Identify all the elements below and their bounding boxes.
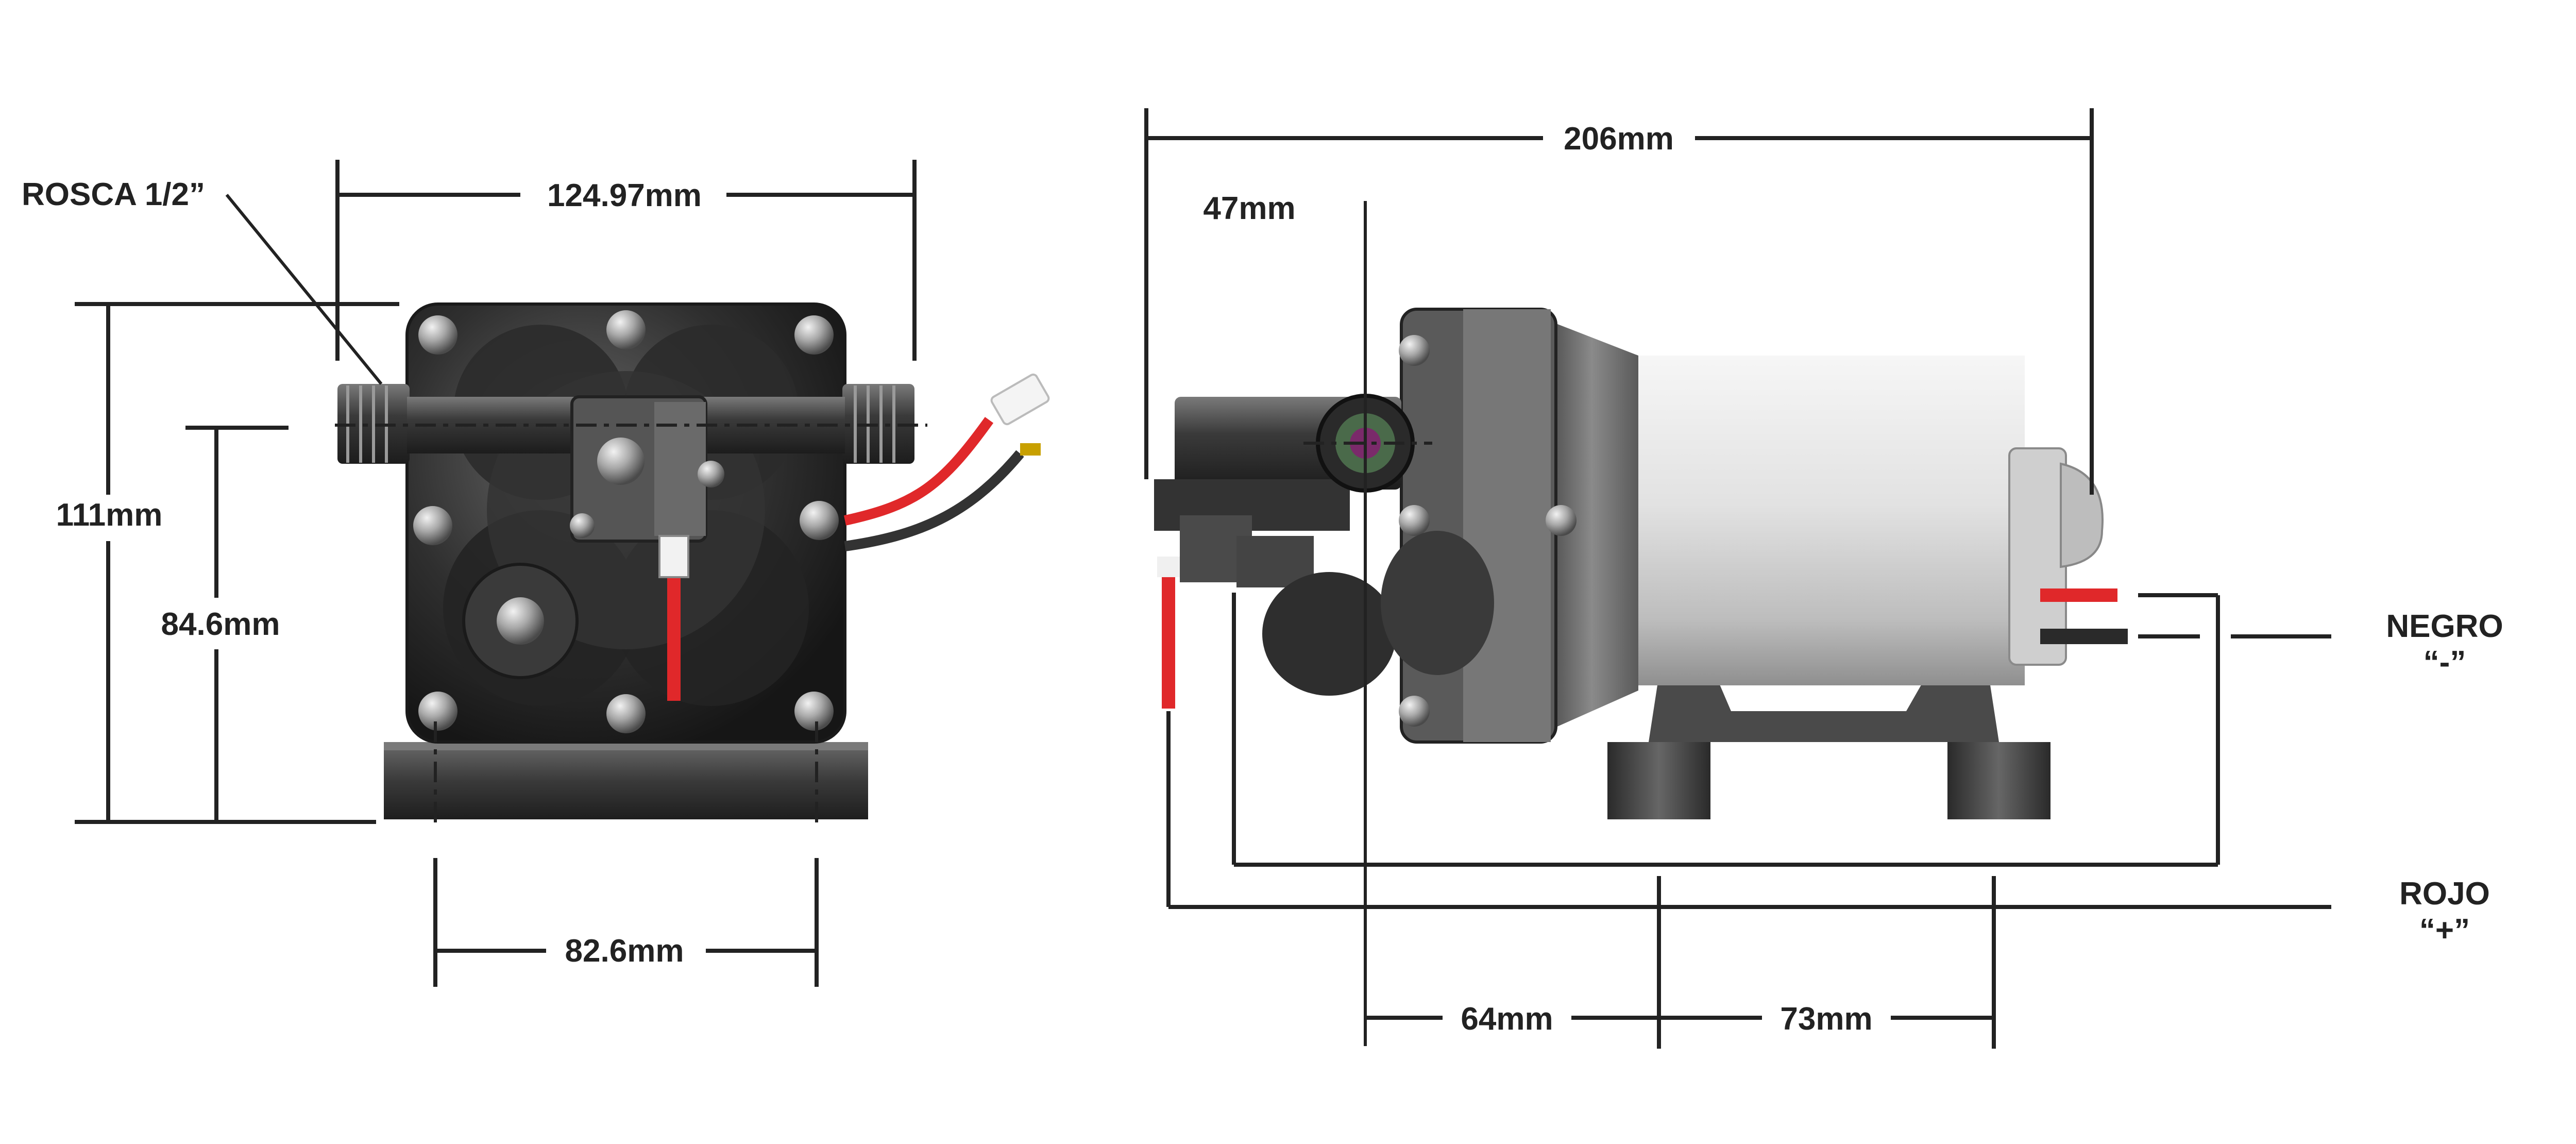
- label-thread: ROSCA 1/2”: [22, 177, 205, 212]
- front-dimensions: [75, 160, 917, 987]
- side-foot-left: [1607, 742, 1710, 819]
- label-wire-black-sign: “-”: [2424, 645, 2466, 680]
- side-motor: [1633, 356, 2025, 685]
- side-view: [1154, 201, 2128, 1046]
- label-mount-offset: 64mm: [1461, 1001, 1553, 1037]
- label-width-front: 124.97mm: [547, 178, 702, 213]
- front-view: [335, 302, 1050, 825]
- front-wire-black: [844, 450, 1024, 551]
- front-bolts: [413, 310, 839, 733]
- label-mount-spacing-front: 82.6mm: [565, 933, 684, 969]
- side-wire-red-left: [1162, 562, 1175, 709]
- label-wire-black: NEGRO: [2386, 609, 2503, 644]
- front-base: [384, 742, 868, 819]
- label-height-total: 111mm: [56, 497, 163, 533]
- side-bell-housing: [1546, 319, 1638, 732]
- label-length-total: 206mm: [1564, 121, 1674, 157]
- side-wire-red: [2040, 588, 2117, 602]
- label-mount-spacing-side: 73mm: [1780, 1001, 1872, 1037]
- label-inlet-depth: 47mm: [1203, 191, 1295, 226]
- side-foot-right: [1947, 742, 2050, 819]
- front-wire-red: [843, 417, 994, 526]
- side-dimensions: [1144, 108, 2331, 1049]
- side-wire-black: [2040, 629, 2128, 644]
- front-port-right: [842, 384, 914, 464]
- label-wire-red-sign: “+”: [2419, 913, 2470, 948]
- label-wire-red: ROJO: [2399, 876, 2490, 912]
- label-height-outlet: 84.6mm: [161, 607, 280, 642]
